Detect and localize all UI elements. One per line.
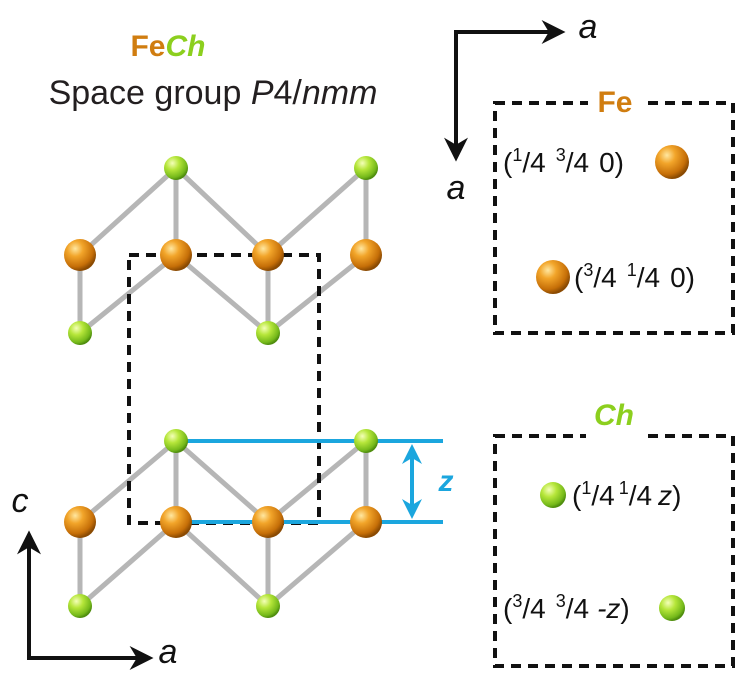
- ch-atom: [354, 429, 378, 453]
- ch-atom: [256, 594, 280, 618]
- ch-position-1-atom: [540, 482, 566, 508]
- ch-atom: [256, 321, 280, 345]
- fe-panel-title: Fe: [597, 86, 632, 119]
- fe-atom: [64, 506, 96, 538]
- ch-atom: [68, 594, 92, 618]
- fe-atom: [160, 239, 192, 271]
- lower-layer-atoms: [64, 429, 382, 618]
- ch-atom: [68, 321, 92, 345]
- fe-position-1-atom: [655, 145, 689, 179]
- space-group-label: Space group P4/nmm: [49, 74, 378, 112]
- axis-c-label: c: [12, 482, 29, 520]
- axis-a-vertical-label: a: [447, 169, 466, 207]
- fe-atom: [252, 239, 284, 271]
- upper-layer-atoms: [64, 156, 382, 345]
- upper-layer-bonds: [77, 165, 369, 336]
- top-axes: a a: [444, 8, 598, 207]
- ch-atom: [354, 156, 378, 180]
- ch-atom: [164, 429, 188, 453]
- bottom-axes: c a: [12, 482, 178, 671]
- axis-a-horizontal-label: a: [579, 8, 598, 46]
- ch-panel-frame: [493, 434, 735, 668]
- compound-fe: Fe: [130, 30, 165, 63]
- fe-atom: [350, 239, 382, 271]
- fe-atom: [350, 506, 382, 538]
- z-label: z: [438, 465, 454, 498]
- compound-title: FeCh: [130, 30, 205, 63]
- fe-panel-title-bg: [588, 86, 642, 120]
- ch-atom: [164, 156, 188, 180]
- ch-panel-title: Ch: [594, 399, 634, 432]
- compound-ch: Ch: [166, 30, 206, 63]
- fe-position-2-atom: [536, 260, 570, 294]
- fe-atom: [160, 506, 192, 538]
- fe-panel-frame: [493, 101, 735, 335]
- fe-atom: [252, 506, 284, 538]
- fe-atom: [64, 239, 96, 271]
- axis-a-bottom-label: a: [159, 633, 178, 671]
- ch-position-2-atom: [659, 595, 685, 621]
- ch-panel-title-bg: [586, 396, 642, 448]
- z-marker: z: [176, 439, 454, 524]
